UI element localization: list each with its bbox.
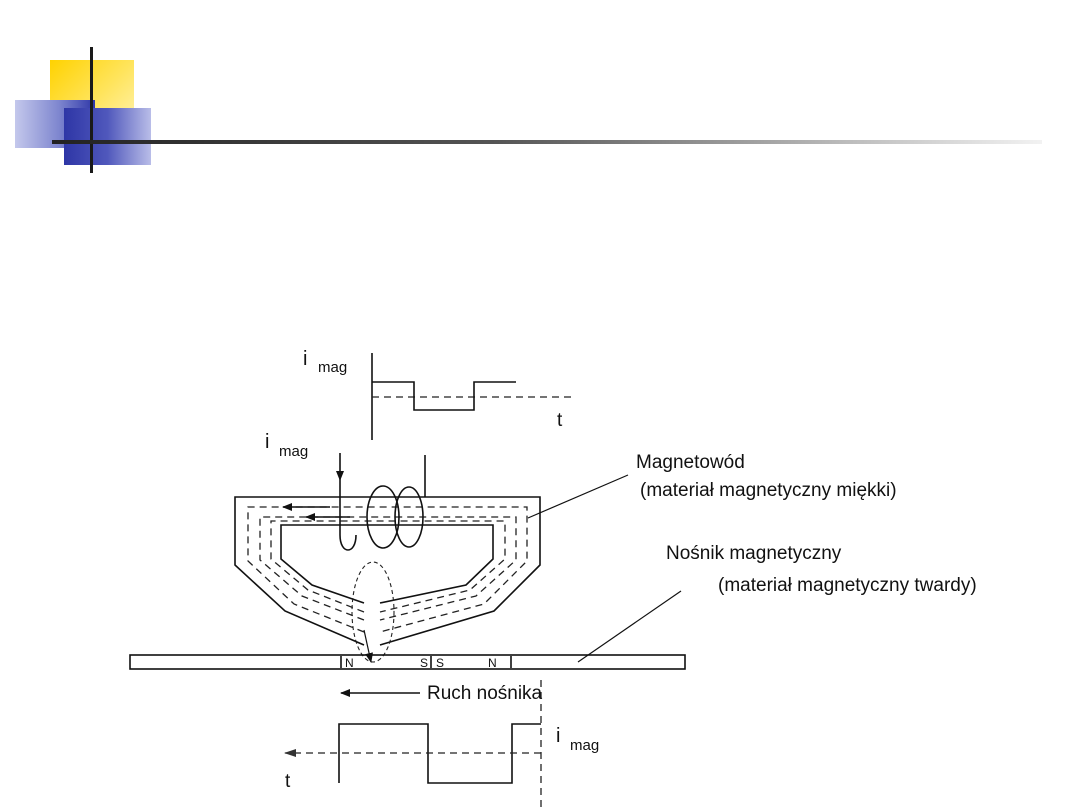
gap-field-ellipse <box>351 561 395 663</box>
bottom-waveform-signal <box>338 723 541 784</box>
flux-line-inner <box>270 520 506 613</box>
coil-winding <box>339 455 426 551</box>
decoration-vertical-line <box>90 47 93 173</box>
core-outer-outline <box>234 496 541 646</box>
title-underline <box>52 140 1042 144</box>
flux-line-middle <box>259 516 517 621</box>
coil-wire-bottom-1 <box>339 534 357 551</box>
magnetic-medium: N S S N <box>129 654 686 670</box>
top-waveform-time-label: t <box>557 410 563 431</box>
pole-label-s-left: S <box>420 656 428 670</box>
flux-line-outer <box>247 506 528 633</box>
gap-field-arrow <box>363 629 373 663</box>
medium-tape <box>129 654 686 670</box>
coil-turn-1 <box>366 485 400 549</box>
medium-leader-line <box>577 590 682 663</box>
coil-turn-2 <box>394 486 424 548</box>
bottom-waveform-current-label: i <box>556 725 560 747</box>
pole-label-n-left: N <box>345 656 354 670</box>
top-waveform: i mag t <box>303 348 573 440</box>
core-annotation: Magnetowód (materiał magnetyczny miękki) <box>527 452 897 519</box>
bottom-waveform-time-label: t <box>285 771 291 792</box>
medium-label: Nośnik magnetyczny <box>666 543 842 564</box>
coil-current-label: i <box>265 431 269 453</box>
core-sublabel: (materiał magnetyczny miękki) <box>640 480 897 501</box>
top-waveform-current-label: i <box>303 348 307 370</box>
core-inner-outline <box>280 524 494 604</box>
core-label: Magnetowód <box>636 452 745 473</box>
motion-indicator: Ruch nośnika <box>340 683 543 704</box>
motion-label: Ruch nośnika <box>427 683 543 704</box>
decoration-blue-square-right <box>64 108 151 165</box>
coil-current-subscript: mag <box>279 443 308 460</box>
top-waveform-signal <box>372 381 516 411</box>
pole-label-s-right: S <box>436 656 444 670</box>
bottom-waveform-current-subscript: mag <box>570 737 599 754</box>
coil-current: i mag <box>265 431 344 481</box>
core-leader-line <box>527 474 629 519</box>
medium-sublabel: (materiał magnetyczny twardy) <box>718 575 977 596</box>
magnetic-core <box>234 496 541 663</box>
top-waveform-current-subscript: mag <box>318 359 347 376</box>
medium-annotation: Nośnik magnetyczny (materiał magnetyczny… <box>577 543 977 663</box>
pole-label-n-right: N <box>488 656 497 670</box>
bottom-waveform: i mag t <box>284 680 599 810</box>
